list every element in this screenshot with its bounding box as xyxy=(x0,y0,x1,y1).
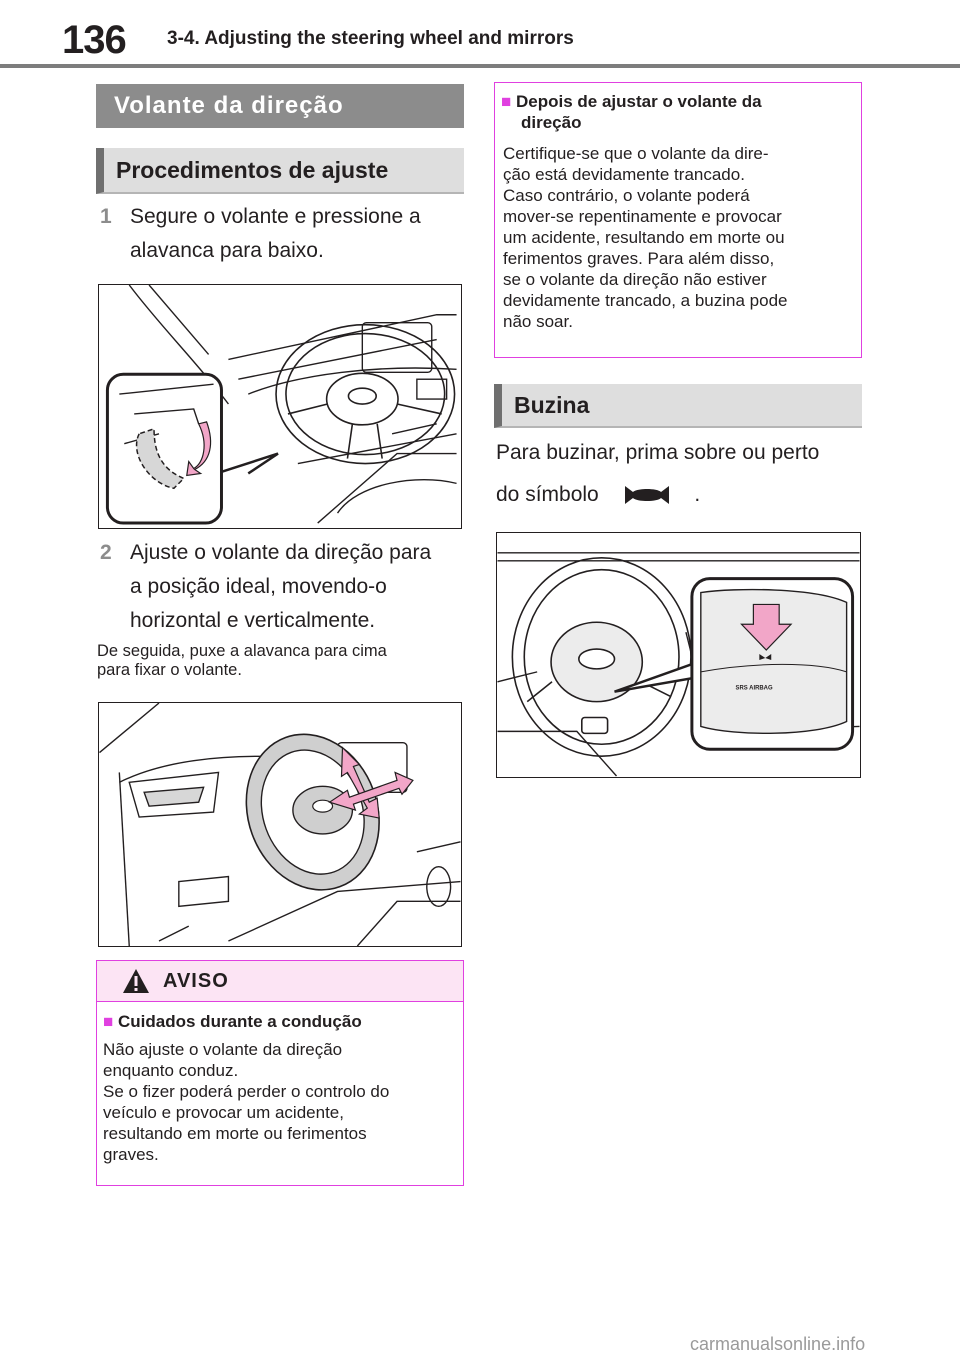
step-1-line-2: alavanca para baixo. xyxy=(130,239,324,262)
header-divider xyxy=(0,64,960,68)
horn-line-2: do símbolo . xyxy=(496,474,876,516)
step-1-line-1: Segure o volante e pressione a xyxy=(130,205,421,228)
warning-line-1: Não ajuste o volante da direção xyxy=(103,1040,343,1059)
step-2-number: 2 xyxy=(100,541,112,564)
step-2: 2 Ajuste o volante da direção para a pos… xyxy=(100,536,470,638)
warning-box: AVISO ■ Cuidados durante a condução Não … xyxy=(96,960,464,1186)
note-line-2: para fixar o volante. xyxy=(97,661,242,679)
warning-line-3: Se o fizer poderá perder o controlo do xyxy=(103,1082,390,1101)
warning-body: Não ajuste o volante da direção enquanto… xyxy=(103,1039,389,1165)
horn-line-2-text: do símbolo xyxy=(496,483,599,506)
notice-title: ■ Depois de ajustar o volante da direção xyxy=(501,91,851,133)
figure-wheel-adjustment xyxy=(98,702,462,947)
subsection-title-adjustment: Procedimentos de ajuste xyxy=(96,148,464,194)
warning-line-5: resultando em morte ou ferimentos xyxy=(103,1124,367,1143)
notice-title-line-1: Depois de ajustar o volante da xyxy=(516,92,762,111)
horn-location-illustration: SRS AIRBAG xyxy=(497,552,860,777)
notice-title-line-2: direção xyxy=(521,113,582,132)
notice-line-1: Certifique-se que o volante da dire- xyxy=(503,144,769,163)
page-number: 136 xyxy=(62,18,127,62)
note-line-1: De seguida, puxe a alavanca para cima xyxy=(97,642,387,660)
wheel-adjust-illustration xyxy=(99,703,461,946)
horn-symbol-icon xyxy=(619,478,675,512)
warning-bullet: ■ xyxy=(103,1012,114,1031)
horn-line-2-end: . xyxy=(694,483,701,506)
warning-subtitle-row: ■ Cuidados durante a condução xyxy=(103,1011,362,1032)
subsection-title-horn: Buzina xyxy=(494,384,862,428)
warning-subtitle: Cuidados durante a condução xyxy=(118,1012,362,1031)
warning-line-4: veículo e provocar um acidente, xyxy=(103,1103,344,1122)
chapter-title: 3-4. Adjusting the steering wheel and mi… xyxy=(167,28,574,49)
watermark: carmanualsonline.info xyxy=(690,1334,866,1354)
airbag-label: SRS AIRBAG xyxy=(736,686,773,692)
horn-line-1: Para buzinar, prima sobre ou perto xyxy=(496,441,820,464)
notice-line-5: um acidente, resultando em morte ou xyxy=(503,228,785,247)
warning-header: AVISO xyxy=(97,961,463,1002)
notice-bullet: ■ xyxy=(501,92,512,111)
warning-line-2: enquanto conduz. xyxy=(103,1061,239,1080)
horn-paragraph: Para buzinar, prima sobre ou perto do sí… xyxy=(496,432,876,516)
warning-title: AVISO xyxy=(163,970,229,992)
step-1: 1 Segure o volante e pressione a alavanc… xyxy=(100,200,470,268)
notice-box: ■ Depois de ajustar o volante da direção… xyxy=(494,82,862,358)
notice-line-8: devidamente trancado, a buzina pode xyxy=(503,291,788,310)
notice-line-4: mover-se repentinamente e provocar xyxy=(503,207,782,226)
steering-lever-illustration xyxy=(105,285,457,525)
warning-triangle-icon xyxy=(121,967,151,1000)
warning-line-6: graves. xyxy=(103,1145,159,1164)
step-2-line-1: Ajuste o volante da direção para xyxy=(130,541,432,564)
step-1-number: 1 xyxy=(100,205,112,228)
step-2-line-2: a posição ideal, movendo-o xyxy=(130,575,387,598)
figure-tilt-lever xyxy=(98,284,462,529)
notice-body: Certifique-se que o volante da dire- ção… xyxy=(503,143,787,332)
figure-horn: SRS AIRBAG xyxy=(496,532,861,778)
notice-line-6: ferimentos graves. Para além disso, xyxy=(503,249,775,268)
notice-line-9: não soar. xyxy=(503,312,573,331)
notice-line-7: se o volante da direção não estiver xyxy=(503,270,767,289)
step-2-note: De seguida, puxe a alavanca para cima pa… xyxy=(97,642,467,680)
section-title: Volante da direção xyxy=(96,84,464,128)
notice-line-3: Caso contrário, o volante poderá xyxy=(503,186,750,205)
step-2-line-3: horizontal e verticalmente. xyxy=(130,609,376,632)
notice-line-2: ção está devidamente trancado. xyxy=(503,165,745,184)
